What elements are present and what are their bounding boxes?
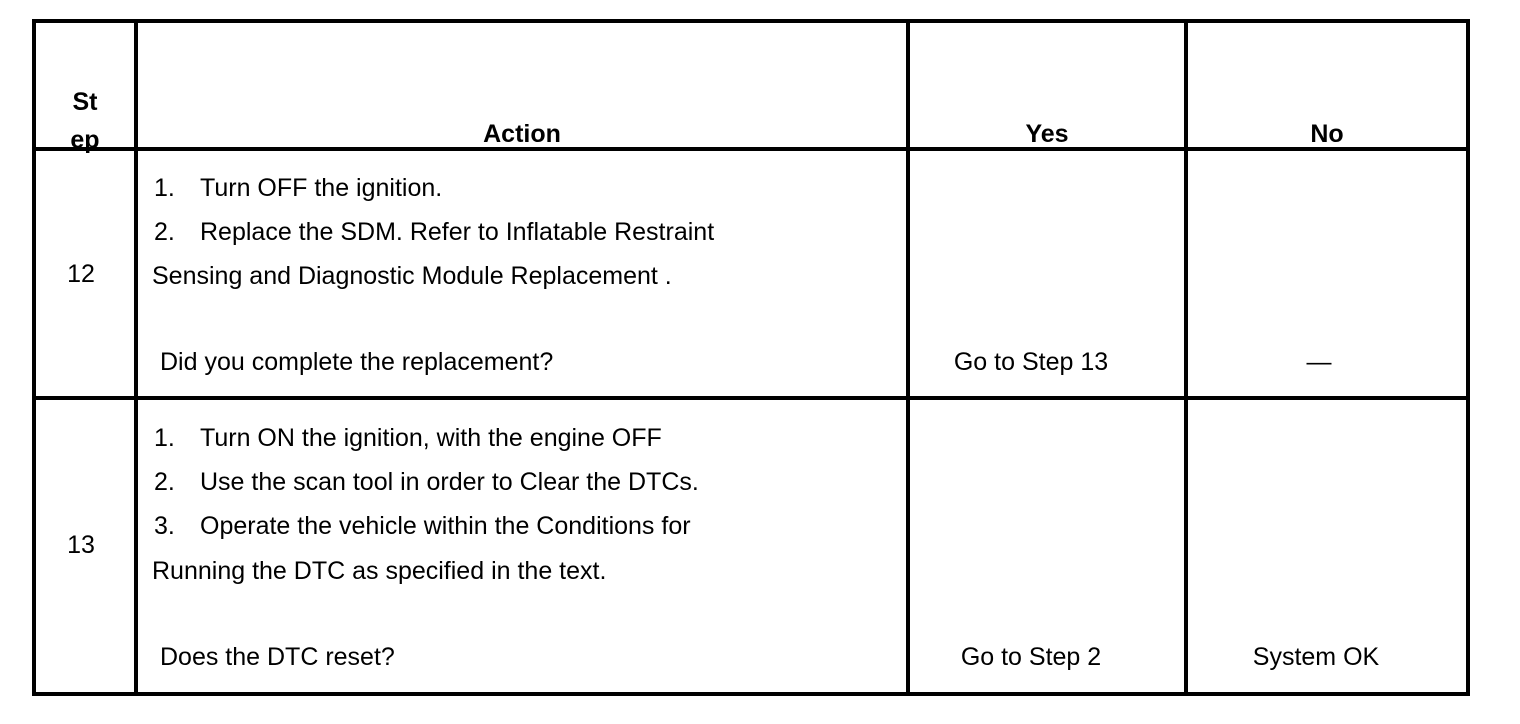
action-item-text: Operate the vehicle within the Condition… <box>200 512 691 540</box>
no-result: System OK <box>1252 643 1380 671</box>
header-yes: Yes <box>1025 120 1069 148</box>
action-cell: 1. Turn OFF the ignition. 2. Replace the S… <box>138 19 906 396</box>
action-cell: 1. Turn ON the ignition, with the engine … <box>138 19 906 692</box>
action-item-text: Turn OFF the ignition. <box>200 174 443 202</box>
table-border-bottom <box>32 692 1470 696</box>
column-divider-action <box>906 19 910 696</box>
diagnostic-table: St ep Action Yes No 12 1. Turn OFF the ig… <box>32 19 1470 696</box>
table-border-left <box>32 19 36 696</box>
action-question: Did you complete the replacement? <box>160 348 554 376</box>
action-item: 2. Use the scan tool in order to Clear th… <box>154 470 699 495</box>
action-item: 1. Turn OFF the ignition. <box>154 176 442 201</box>
header-divider <box>32 147 1470 151</box>
action-item-number: 2. <box>154 468 175 496</box>
action-item: 1. Turn ON the ignition, with the engine … <box>154 426 662 451</box>
yes-result: Go to Step 13 <box>953 348 1109 376</box>
action-continuation: Sensing and Diagnostic Module Replacemen… <box>152 262 672 290</box>
yes-result: Go to Step 2 <box>960 643 1102 671</box>
action-item-number: 1. <box>154 424 175 452</box>
action-item-text: Turn ON the ignition, with the engine OF… <box>200 424 662 452</box>
header-no: No <box>1310 120 1344 148</box>
column-divider-yes <box>1184 19 1188 696</box>
action-item-number: 3. <box>154 512 175 540</box>
table-border-right <box>1466 19 1470 696</box>
header-step-line2: ep <box>70 126 100 154</box>
column-divider-step <box>134 19 138 696</box>
row-divider <box>32 396 1470 400</box>
table-border-top <box>32 19 1470 23</box>
action-item: 2. Replace the SDM. Refer to Inflatable R… <box>154 220 714 245</box>
action-item: 3. Operate the vehicle within the Conditi… <box>154 514 691 539</box>
no-result: — <box>1306 348 1332 376</box>
action-item-text: Use the scan tool in order to Clear the … <box>200 468 699 496</box>
action-continuation: Running the DTC as specified in the text… <box>152 557 607 585</box>
header-action: Action <box>483 120 561 148</box>
action-item-number: 1. <box>154 174 175 202</box>
step-number: 13 <box>67 531 95 559</box>
action-question: Does the DTC reset? <box>160 643 395 671</box>
step-number: 12 <box>67 260 95 288</box>
action-item-text: Replace the SDM. Refer to Inflatable Res… <box>200 218 715 246</box>
header-step: St ep <box>36 83 134 159</box>
header-step-line1: St <box>72 88 98 116</box>
action-item-number: 2. <box>154 218 175 246</box>
